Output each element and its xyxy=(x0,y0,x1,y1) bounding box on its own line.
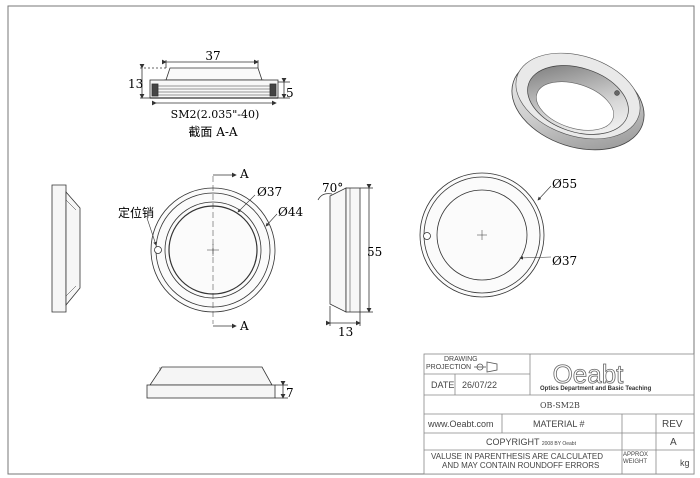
section-mark-top: A xyxy=(239,167,249,181)
rear-inner-diameter: Ø37 xyxy=(552,254,577,268)
note-line-1: VALUSE IN PARENTHESIS ARE CALCULATED xyxy=(431,452,604,461)
bottom-view xyxy=(146,366,288,399)
side-height-dim: 55 xyxy=(367,245,382,259)
angle-dim: 70° xyxy=(322,181,343,195)
rear-outer-diameter: Ø55 xyxy=(552,177,577,191)
side-profile-view xyxy=(317,184,373,326)
copyright-label: COPYRIGHT 2008 BY Oeabt xyxy=(486,437,576,447)
copyright-small: 2008 BY Oeabt xyxy=(541,441,576,447)
date-label: DATE xyxy=(431,380,455,390)
note-line-2: AND MAY CONTAIN ROUNDOFF ERRORS xyxy=(442,461,600,470)
company-logo: Oeabt xyxy=(552,359,625,390)
projection-label: PROJECTION xyxy=(426,364,472,371)
section-view xyxy=(139,59,290,106)
part-number: OB-SM2B xyxy=(540,401,580,410)
top-height-dim: 13 xyxy=(128,77,143,91)
logo-subtitle: Optics Department and Basic Teaching xyxy=(540,386,652,392)
title-block xyxy=(423,353,695,475)
drawing-label: DRAWING xyxy=(444,356,478,363)
side-width-dim: 13 xyxy=(338,325,353,339)
website: www.Oeabt.com xyxy=(428,419,494,429)
weight-unit: kg xyxy=(680,458,690,468)
rev-label: REV xyxy=(662,419,683,430)
svg-text:Oeabt: Oeabt xyxy=(553,359,625,389)
front-view xyxy=(146,172,278,329)
isometric-view xyxy=(511,52,645,151)
rev-value: A xyxy=(670,437,677,448)
top-depth-dim: 5 xyxy=(286,86,294,100)
section-label: 截面 A-A xyxy=(188,125,238,139)
bottom-height-dim: 7 xyxy=(286,386,294,400)
sheet-border xyxy=(7,5,695,475)
top-width-dim: 37 xyxy=(205,49,220,63)
thread-spec: SM2(2.035"-40) xyxy=(171,108,260,121)
weight-label-2: WEIGHT xyxy=(623,459,647,465)
left-side-view xyxy=(51,184,81,313)
pin-label: 定位销 xyxy=(118,205,154,220)
section-mark-bottom: A xyxy=(239,319,249,333)
rear-view xyxy=(419,172,552,298)
inner-diameter: Ø37 xyxy=(257,185,282,199)
date-value: 26/07/22 xyxy=(462,380,498,390)
material-label: MATERIAL # xyxy=(533,419,585,429)
outer-diameter: Ø44 xyxy=(278,205,303,219)
weight-label-1: APPROX xyxy=(623,452,649,458)
